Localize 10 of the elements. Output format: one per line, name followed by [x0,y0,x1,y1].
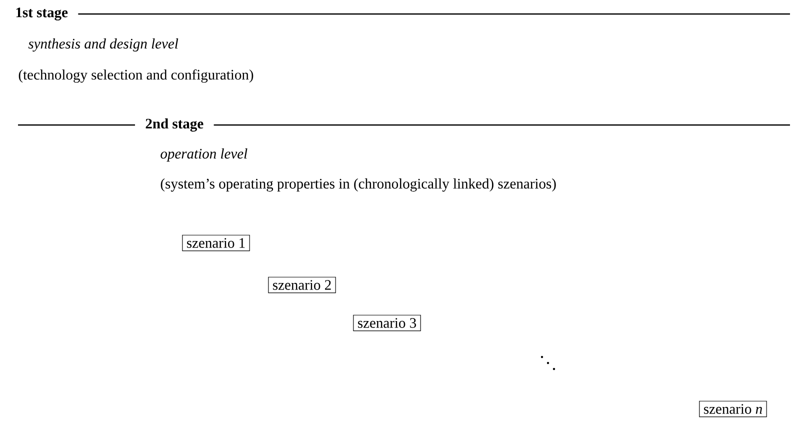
description-text: (technology selection and configuration) [18,69,254,83]
level-title: operation level [160,148,248,162]
stage-heading: 2nd stage [146,118,204,132]
scenario-box: szenario 2 [268,276,336,294]
stage-heading: 1st stage [16,8,68,20]
description-text: (system’s operating properties in (chronologically linked) szenarios) [160,178,556,192]
scenario-box: szenario n [699,400,767,418]
level-title: synthesis and design level [28,38,178,52]
scenario-box: szenario 1 [182,234,250,252]
scenario-box: szenario 3 [353,314,421,332]
